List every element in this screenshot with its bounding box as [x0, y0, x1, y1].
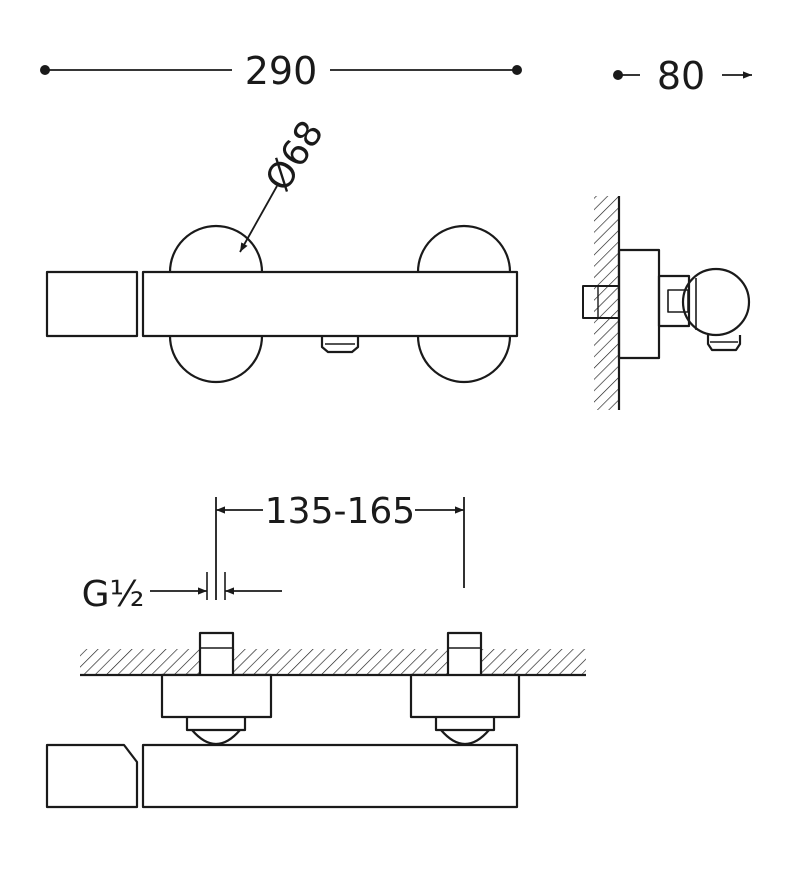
overall-width-dimension [40, 65, 522, 75]
side-body-circle [681, 267, 751, 337]
center-distance-dimension [215, 497, 465, 600]
top-escutcheon-right [409, 673, 521, 719]
depth-label: 80 [657, 54, 705, 98]
side-outlet [706, 335, 742, 352]
side-body-inner [667, 289, 689, 313]
overall-width-label: 290 [245, 49, 318, 93]
depth-dimension [613, 70, 752, 80]
front-outlet [320, 336, 360, 354]
escutcheon-right [416, 224, 512, 384]
top-handle [45, 743, 139, 809]
top-escutcheon-left [160, 673, 273, 719]
thread-dimension [150, 572, 282, 600]
top-nut-left [185, 717, 247, 745]
thread-label: G½ [82, 574, 145, 615]
front-view [40, 65, 522, 384]
diameter-leader [239, 185, 278, 253]
top-body [141, 743, 519, 809]
side-view [582, 70, 752, 410]
center-distance-label: 135-165 [265, 491, 415, 532]
top-view [45, 497, 586, 809]
side-body-neck [657, 274, 691, 328]
front-handle [45, 270, 139, 338]
top-connector-right [446, 631, 483, 675]
side-connector [582, 285, 619, 319]
escutcheon-left [168, 224, 264, 384]
front-body [141, 270, 519, 338]
diameter-label: Ø68 [258, 114, 332, 199]
top-nut-right [434, 717, 496, 745]
side-escutcheon [617, 248, 661, 360]
top-connector-left [198, 631, 235, 675]
top-wall-hatch [80, 649, 586, 675]
